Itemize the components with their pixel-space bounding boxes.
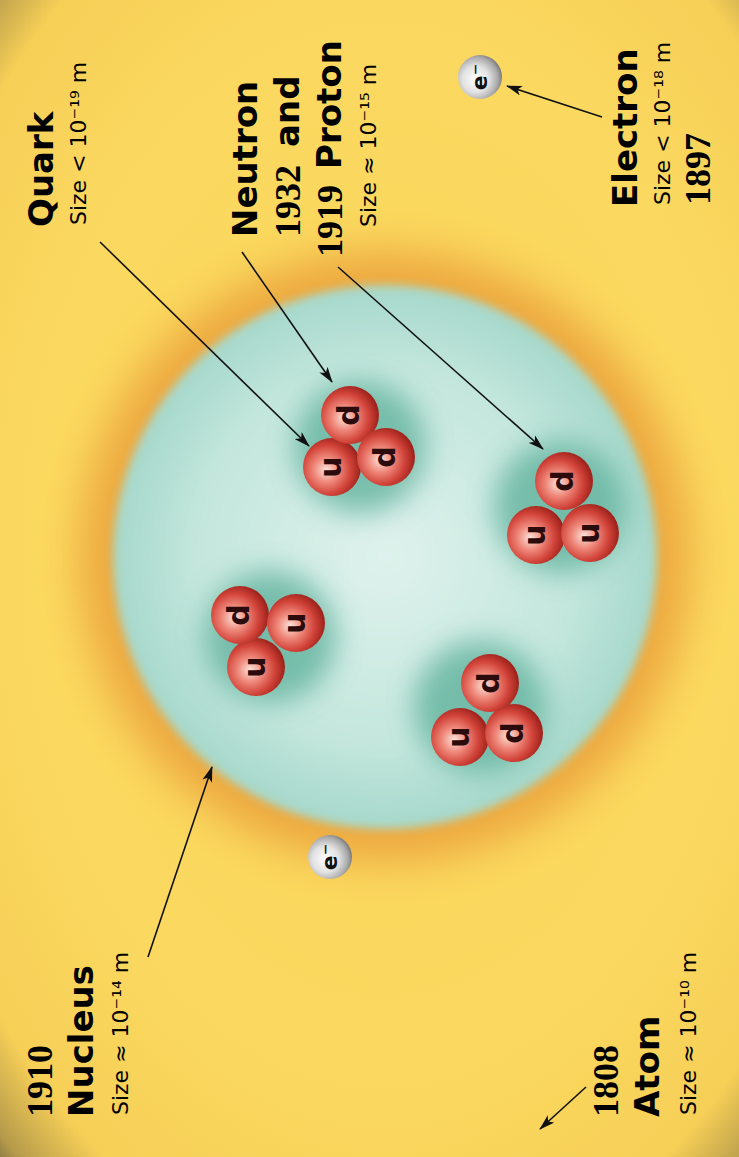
size-note: Size ≈ 10⁻¹⁴ m: [108, 952, 133, 1115]
quark-ball: d: [461, 654, 519, 712]
neutron-glow: [414, 641, 546, 773]
quark-sphere: [357, 428, 415, 486]
quark-sphere: [535, 452, 593, 510]
quark-flavour: u: [280, 612, 310, 633]
quark-ball: u: [227, 638, 285, 696]
quark-sphere: [461, 654, 519, 712]
conjunction: and: [268, 76, 307, 148]
quark-ball: d: [485, 704, 543, 762]
quark-ball: d: [211, 586, 269, 644]
quark-sphere: [227, 638, 285, 696]
particle-name: Atom: [628, 1016, 667, 1117]
quark-flavour: d: [334, 404, 364, 425]
year-label: 1932: [268, 165, 309, 237]
quark-sphere: [303, 438, 361, 496]
leader-line: [540, 1087, 586, 1129]
quark-ball: d: [357, 428, 415, 486]
size-note: Size < 10⁻¹⁹ m: [66, 62, 91, 225]
electron-ball: e⁻: [458, 55, 502, 99]
particle-name: Neutron: [226, 81, 265, 237]
size-note: Size ≈ 10⁻¹⁰ m: [676, 952, 701, 1115]
quark-flavour: d: [548, 470, 578, 491]
quark-flavour: d: [370, 446, 400, 467]
electron-sphere: [458, 55, 502, 99]
quark-flavour: u: [444, 726, 474, 747]
quark-ball: u: [303, 438, 361, 496]
year-label: 1808: [586, 1045, 627, 1117]
quark-ball: u: [431, 708, 489, 766]
quark-sphere: [211, 586, 269, 644]
particle-name: Quark: [22, 112, 61, 227]
atom-glow: [80, 252, 690, 862]
year-label: 1897: [678, 133, 719, 205]
quark-sphere: [267, 594, 325, 652]
electron-sphere: [308, 835, 352, 879]
proton-glow: [204, 571, 336, 703]
nucleus-cloud: [113, 285, 657, 829]
particle-name: Electron: [606, 48, 645, 207]
quark-ball: u: [561, 504, 619, 562]
particle-name: Nucleus: [62, 965, 101, 1117]
neutron-glow: [294, 381, 426, 513]
quark-sphere: [507, 506, 565, 564]
leader-line: [242, 252, 332, 382]
leader-line: [148, 767, 212, 957]
size-note: Size < 10⁻¹⁸ m: [650, 42, 675, 205]
quark-flavour: u: [574, 522, 604, 543]
particle-symbol: e⁻: [319, 844, 341, 871]
quark-flavour: u: [240, 656, 270, 677]
quark-sphere: [485, 704, 543, 762]
particle-symbol: e⁻: [469, 64, 491, 91]
proton-glow: [494, 441, 626, 573]
leader-line: [507, 86, 602, 117]
electron-ball: e⁻: [308, 835, 352, 879]
quark-flavour: d: [224, 604, 254, 625]
quark-ball: u: [267, 594, 325, 652]
leader-line: [100, 242, 309, 446]
quark-sphere: [561, 504, 619, 562]
quark-ball: d: [535, 452, 593, 510]
quark-ball: u: [507, 506, 565, 564]
particle-name: Proton: [310, 40, 349, 169]
year-label: 1919: [310, 185, 351, 257]
year-label: 1910: [20, 1045, 61, 1117]
quark-flavour: d: [474, 672, 504, 693]
quark-flavour: d: [498, 722, 528, 743]
quark-sphere: [431, 708, 489, 766]
quark-flavour: u: [316, 456, 346, 477]
quark-flavour: u: [520, 524, 550, 545]
size-note: Size ≈ 10⁻¹⁵ m: [356, 64, 381, 227]
